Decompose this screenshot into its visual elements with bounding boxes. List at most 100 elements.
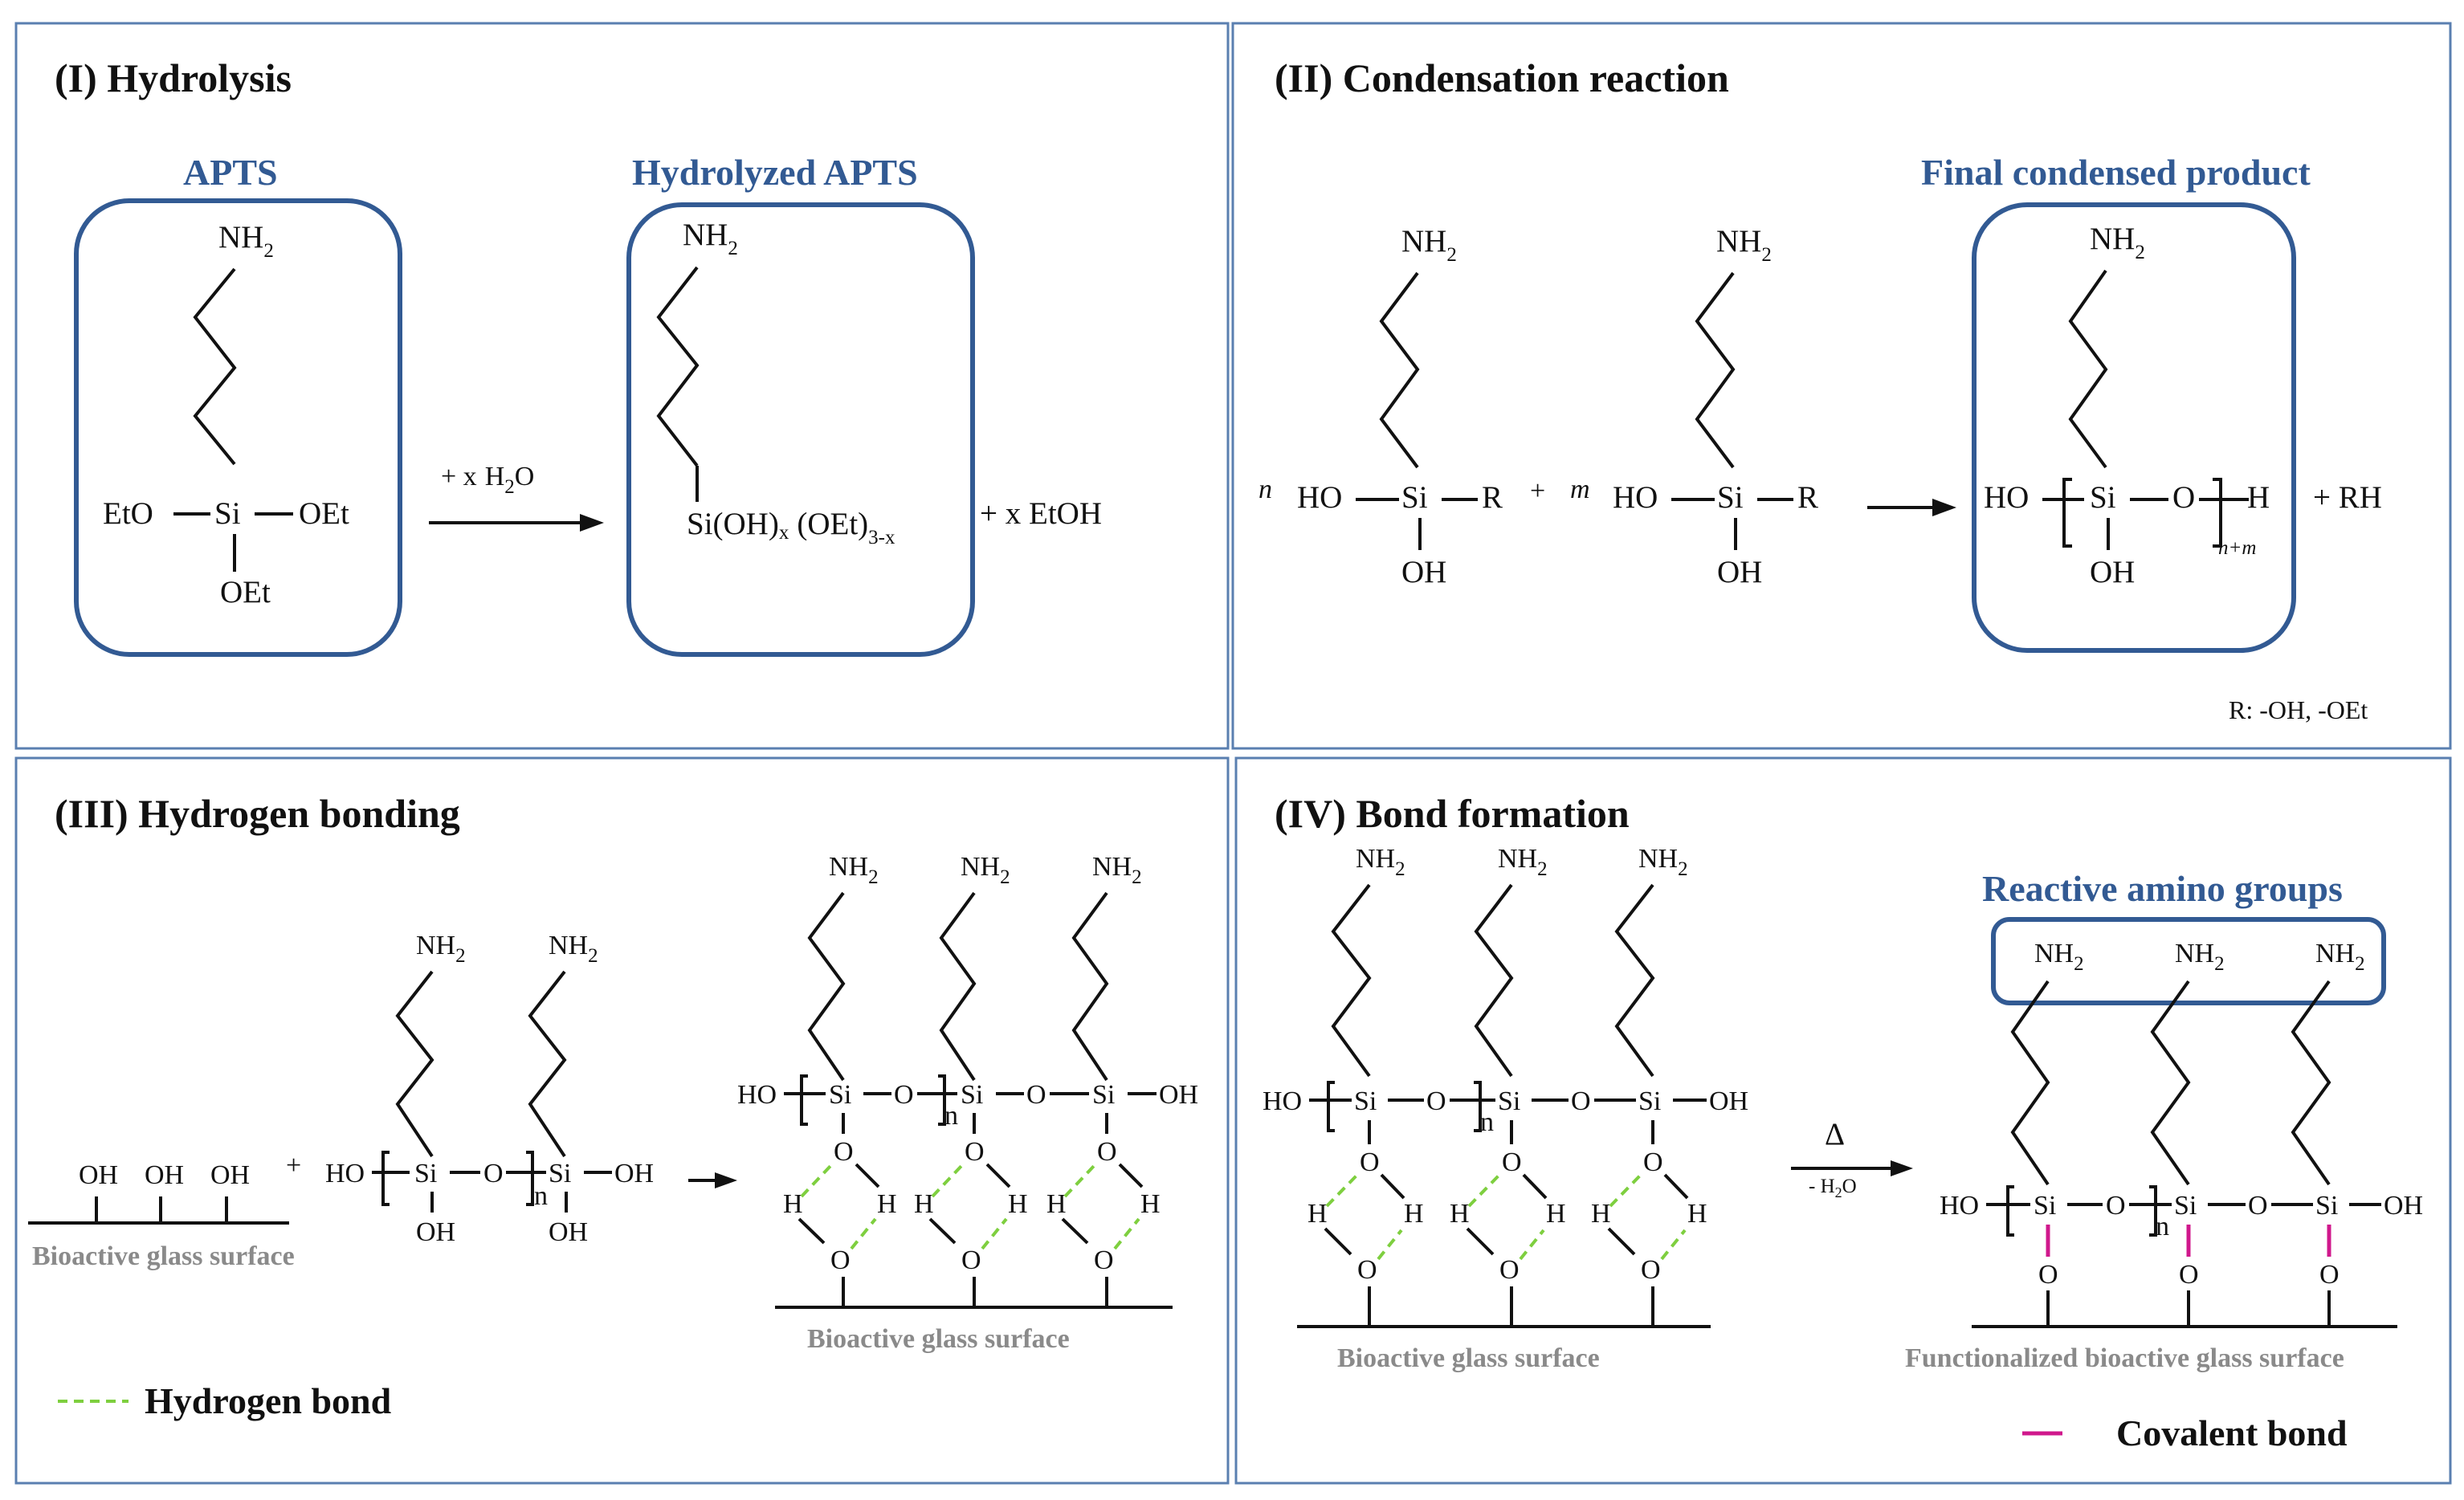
panel-hbonding-frame (14, 756, 1230, 1485)
hb-dimer-si-2: Si (549, 1159, 571, 1188)
bf-p-si-1: Si (2034, 1191, 2056, 1221)
cond-m1-chain (1379, 271, 1420, 469)
bf-cx-m2-o-top: O (1502, 1147, 1522, 1177)
hb-cx-m3-h-right: H (1140, 1189, 1161, 1219)
bf-p-bracket-r (2149, 1185, 2157, 1237)
bf-cx-m1-bond-h (1380, 1173, 1405, 1200)
cond-byproduct-rh: + RH (2313, 480, 2382, 515)
cond-p-oh: OH (2090, 555, 2135, 589)
hydrolyzed-propyl-chain (656, 266, 700, 467)
apts-box (74, 198, 402, 657)
apts-oet-bottom: OEt (220, 575, 271, 609)
cond-r-note: R: -OH, -OEt (2229, 695, 2368, 724)
apts-propyl-chain (193, 267, 237, 466)
bf-cx-m3-bond-oh (1607, 1227, 1636, 1256)
bf-cx-nh2-1: NH2 (1356, 844, 1405, 880)
hb-cx-m2-hbond-2 (981, 1217, 1008, 1250)
bf-cx-m3-h-right: H (1687, 1199, 1707, 1229)
cond-m1-si: Si (1401, 480, 1428, 515)
hb-cx-m1-o-top: O (834, 1137, 854, 1167)
bf-cx-oh-right: OH (1709, 1086, 1748, 1116)
hb-cx-m2-bond-h (985, 1163, 1011, 1188)
bf-cx-m1-h-right: H (1404, 1199, 1424, 1229)
hb-surface-oh-3: OH (210, 1160, 250, 1190)
cond-m2-oh: OH (1717, 555, 1762, 589)
cond-arrow-head (1932, 499, 1956, 516)
bf-p-si-3: Si (2315, 1191, 2338, 1221)
cond-coef-n: n (1259, 475, 1272, 504)
cond-plus: + (1530, 476, 1545, 506)
hb-surface-oh-1: OH (79, 1160, 118, 1190)
bf-p-n: n (2156, 1212, 2169, 1241)
bf-cx-m3-o-top: O (1643, 1147, 1663, 1177)
cond-m1-oh: OH (1401, 555, 1446, 589)
hb-dimer-bracket-r (526, 1151, 534, 1206)
cond-coef-m: m (1570, 475, 1590, 504)
bf-p-nh2-1: NH2 (2034, 939, 2084, 975)
label-final-product: Final condensed product (1921, 152, 2311, 193)
hb-cx-surface-label: Bioactive glass surface (807, 1324, 1070, 1354)
bf-p-o-surface-2: O (2179, 1260, 2199, 1290)
cond-p-h: H (2247, 480, 2270, 515)
hb-cx-m3-o-top: O (1097, 1137, 1117, 1167)
hb-cx-chain-2 (939, 891, 977, 1082)
hb-cx-m1-bond-oh (798, 1217, 826, 1245)
bf-p-chain-3 (2291, 980, 2331, 1186)
hb-cx-m3-o-bottom: O (1094, 1245, 1114, 1275)
panel-hydrolysis-frame (14, 22, 1230, 750)
bf-cx-m1-o-bottom: O (1357, 1255, 1377, 1285)
bf-cx-m1-h-left: H (1307, 1199, 1328, 1229)
hydrolyzed-apts-box (626, 202, 975, 657)
bf-p-o-2: O (2248, 1191, 2268, 1221)
bf-cx-bracket-r (1474, 1081, 1482, 1132)
hb-plus: + (286, 1151, 301, 1180)
hb-dimer-o: O (483, 1159, 504, 1188)
bf-p-o-surface-1: O (2038, 1260, 2058, 1290)
hydrolysis-arrow-head (580, 514, 604, 532)
bf-p-bracket-l (2006, 1185, 2014, 1237)
bf-cx-si-2: Si (1498, 1086, 1520, 1116)
bf-cx-o-1: O (1426, 1086, 1446, 1116)
hb-cx-bracket-l (800, 1074, 808, 1126)
hb-cx-m3-bond-oh (1061, 1217, 1089, 1245)
label-hydrolyzed-apts: Hydrolyzed APTS (632, 152, 918, 193)
cond-p-ho: HO (1984, 480, 2029, 515)
hb-cx-oh-right: OH (1159, 1080, 1198, 1110)
hb-cx-si-3: Si (1092, 1080, 1115, 1110)
bf-arrow-head (1891, 1160, 1913, 1176)
title-hbonding: (III) Hydrogen bonding (55, 791, 460, 836)
cond-p-chain (2068, 269, 2108, 469)
legend-hydrogen-bond-label: Hydrogen bond (145, 1380, 392, 1421)
hb-cx-chain-1 (807, 891, 846, 1082)
hb-cx-si-2: Si (961, 1080, 983, 1110)
byproduct-etoh: + x EtOH (980, 496, 1102, 531)
hb-cx-nh2-1: NH2 (829, 852, 879, 888)
cond-m2-nh2: NH2 (1716, 224, 1772, 266)
apts-si: Si (214, 496, 241, 531)
bf-p-o-surface-3: O (2319, 1260, 2340, 1290)
panel-condensation-frame (1231, 22, 2452, 750)
title-hydrolysis: (I) Hydrolysis (55, 55, 292, 100)
hb-dimer-bracket-l (381, 1151, 390, 1206)
bf-cx-m2-h-right: H (1546, 1199, 1566, 1229)
hb-cx-m2-hbond-1 (931, 1163, 965, 1198)
hb-cx-n: n (944, 1101, 958, 1131)
hb-left-surface-label: Bioactive glass surface (32, 1241, 295, 1271)
hb-cx-m2-o-bottom: O (961, 1245, 981, 1275)
bf-cx-m1-o-top: O (1360, 1147, 1380, 1177)
bf-cx-chain-2 (1474, 883, 1514, 1078)
bf-cx-m1-bond-oh (1324, 1227, 1352, 1256)
cond-p-n-plus-m: n+m (2218, 537, 2256, 559)
hydrolyzed-nh2: NH2 (683, 218, 738, 259)
bf-p-chain-1 (2010, 980, 2050, 1186)
apts-oet-right: OEt (299, 496, 349, 531)
hb-dimer-oh-2: OH (549, 1217, 588, 1247)
hb-cx-m3-h-left: H (1046, 1189, 1067, 1219)
bf-p-nh2-2: NH2 (2175, 939, 2225, 975)
hb-cx-o-2: O (1026, 1080, 1046, 1110)
bf-cx-m3-h-left: H (1591, 1199, 1611, 1229)
hb-cx-m1-bond-h (855, 1163, 880, 1188)
hb-cx-m2-h-left: H (914, 1189, 934, 1219)
hb-cx-ho: HO (737, 1080, 777, 1110)
